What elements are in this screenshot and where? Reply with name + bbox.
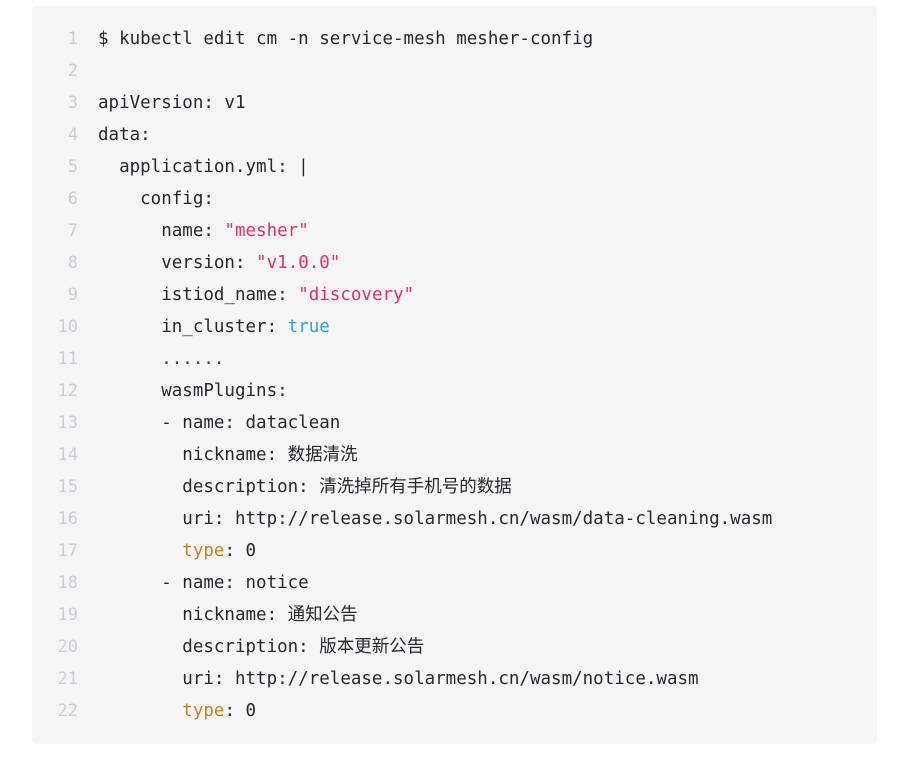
- line-number: 16: [57, 509, 78, 529]
- code-line-text: application.yml: |: [98, 151, 877, 183]
- code-line-text: apiVersion: v1: [98, 87, 877, 119]
- code-line: 7 name: "mesher": [32, 215, 877, 247]
- line-number: 7: [67, 221, 78, 241]
- code-line-text: $ kubectl edit cm -n service-mesh mesher…: [98, 23, 877, 55]
- line-number: 3: [67, 93, 78, 113]
- code-token-plain: version:: [98, 253, 257, 273]
- code-line: 11 ......: [32, 343, 877, 375]
- code-token-plain: data:: [98, 125, 151, 145]
- code-line-text: uri: http://release.solarmesh.cn/wasm/da…: [98, 503, 877, 535]
- code-block-card: 1 $ kubectl edit cm -n service-mesh meshe…: [32, 6, 877, 744]
- code-token-string: "v1.0.0": [256, 253, 341, 273]
- code-token-dots: ......: [98, 349, 225, 369]
- line-number: 22: [57, 701, 78, 721]
- code-token-plain: uri: http://release.solarmesh.cn/wasm/da…: [98, 509, 773, 529]
- code-line-text: ......: [98, 343, 877, 375]
- code-line: 6 config:: [32, 183, 877, 215]
- code-line: 21 uri: http://release.solarmesh.cn/wasm…: [32, 663, 877, 695]
- code-line-text: data:: [98, 119, 877, 151]
- code-line: 1 $ kubectl edit cm -n service-mesh meshe…: [32, 23, 877, 55]
- line-number: 10: [57, 317, 78, 337]
- code-line-text: name: "mesher": [98, 215, 877, 247]
- code-line: 18 - name: notice: [32, 567, 877, 599]
- code-line-text: - name: notice: [98, 567, 877, 599]
- code-token-plain: application.yml: |: [98, 157, 309, 177]
- code-token-plain: [98, 701, 182, 721]
- line-number: 2: [67, 61, 78, 81]
- code-token-plain: - name: dataclean: [98, 413, 341, 433]
- line-number: 9: [67, 285, 78, 305]
- code-token-boolean: true: [287, 317, 330, 337]
- code-token-plain: : 0: [224, 541, 257, 561]
- code-line-text: version: "v1.0.0": [98, 247, 877, 279]
- line-number: 18: [57, 573, 78, 593]
- line-number: 17: [57, 541, 78, 561]
- code-token-plain: : 0: [224, 701, 257, 721]
- line-number: 11: [57, 349, 78, 369]
- line-number: 21: [57, 669, 78, 689]
- code-token-string: "mesher": [224, 221, 309, 241]
- code-line-text: type: 0: [98, 535, 877, 567]
- code-line: 3 apiVersion: v1: [32, 87, 877, 119]
- code-line: 15 description: 清洗掉所有手机号的数据: [32, 471, 877, 503]
- code-token-plain: [98, 541, 182, 561]
- code-token-key: type: [182, 541, 225, 561]
- code-token-plain: nickname: 通知公告: [98, 605, 358, 625]
- code-token-string: "discovery": [298, 285, 415, 305]
- code-line-text: type: 0: [98, 695, 877, 727]
- code-line-text: nickname: 通知公告: [98, 599, 877, 631]
- code-token-plain: nickname: 数据清洗: [98, 445, 358, 465]
- code-token-plain: description: 版本更新公告: [98, 637, 425, 657]
- code-line-text: wasmPlugins:: [98, 375, 877, 407]
- code-line: 4 data:: [32, 119, 877, 151]
- code-line: 5 application.yml: |: [32, 151, 877, 183]
- code-line: 16 uri: http://release.solarmesh.cn/wasm…: [32, 503, 877, 535]
- code-line-text: istiod_name: "discovery": [98, 279, 877, 311]
- code-token-plain: in_cluster:: [98, 317, 288, 337]
- code-line: 22 type: 0: [32, 695, 877, 727]
- code-line: 9 istiod_name: "discovery": [32, 279, 877, 311]
- line-number: 4: [67, 125, 78, 145]
- code-line: 2: [32, 55, 877, 87]
- code-line: 12 wasmPlugins:: [32, 375, 877, 407]
- code-line-text: - name: dataclean: [98, 407, 877, 439]
- code-line-text: nickname: 数据清洗: [98, 439, 877, 471]
- code-line-text: in_cluster: true: [98, 311, 877, 343]
- code-line-text: config:: [98, 183, 877, 215]
- code-token-plain: name:: [98, 221, 225, 241]
- line-number: 15: [57, 477, 78, 497]
- line-number: 19: [57, 605, 78, 625]
- code-token-plain: config:: [98, 189, 214, 209]
- code-line-text: description: 版本更新公告: [98, 631, 877, 663]
- code-token-plain: description: 清洗掉所有手机号的数据: [98, 477, 512, 497]
- code-token-key: type: [182, 701, 225, 721]
- line-number: 6: [67, 189, 78, 209]
- code-token-plain: $ kubectl edit cm -n service-mesh mesher…: [98, 29, 594, 49]
- code-line: 20 description: 版本更新公告: [32, 631, 877, 663]
- code-line: 10 in_cluster: true: [32, 311, 877, 343]
- line-number: 8: [67, 253, 78, 273]
- code-token-plain: wasmPlugins:: [98, 381, 288, 401]
- code-token-plain: uri: http://release.solarmesh.cn/wasm/no…: [98, 669, 699, 689]
- code-line: 8 version: "v1.0.0": [32, 247, 877, 279]
- code-token-plain: apiVersion: v1: [98, 93, 246, 113]
- line-number: 5: [67, 157, 78, 177]
- line-number: 12: [57, 381, 78, 401]
- code-line: 13 - name: dataclean: [32, 407, 877, 439]
- code-line-text: description: 清洗掉所有手机号的数据: [98, 471, 877, 503]
- code-token-plain: - name: notice: [98, 573, 309, 593]
- line-number: 1: [67, 29, 78, 49]
- code-line: 19 nickname: 通知公告: [32, 599, 877, 631]
- code-line-text: uri: http://release.solarmesh.cn/wasm/no…: [98, 663, 877, 695]
- line-number: 14: [57, 445, 78, 465]
- code-block-body[interactable]: 1 $ kubectl edit cm -n service-mesh meshe…: [32, 6, 877, 727]
- code-line: 17 type: 0: [32, 535, 877, 567]
- line-number: 13: [57, 413, 78, 433]
- code-line: 14 nickname: 数据清洗: [32, 439, 877, 471]
- line-number: 20: [57, 637, 78, 657]
- code-token-plain: istiod_name:: [98, 285, 299, 305]
